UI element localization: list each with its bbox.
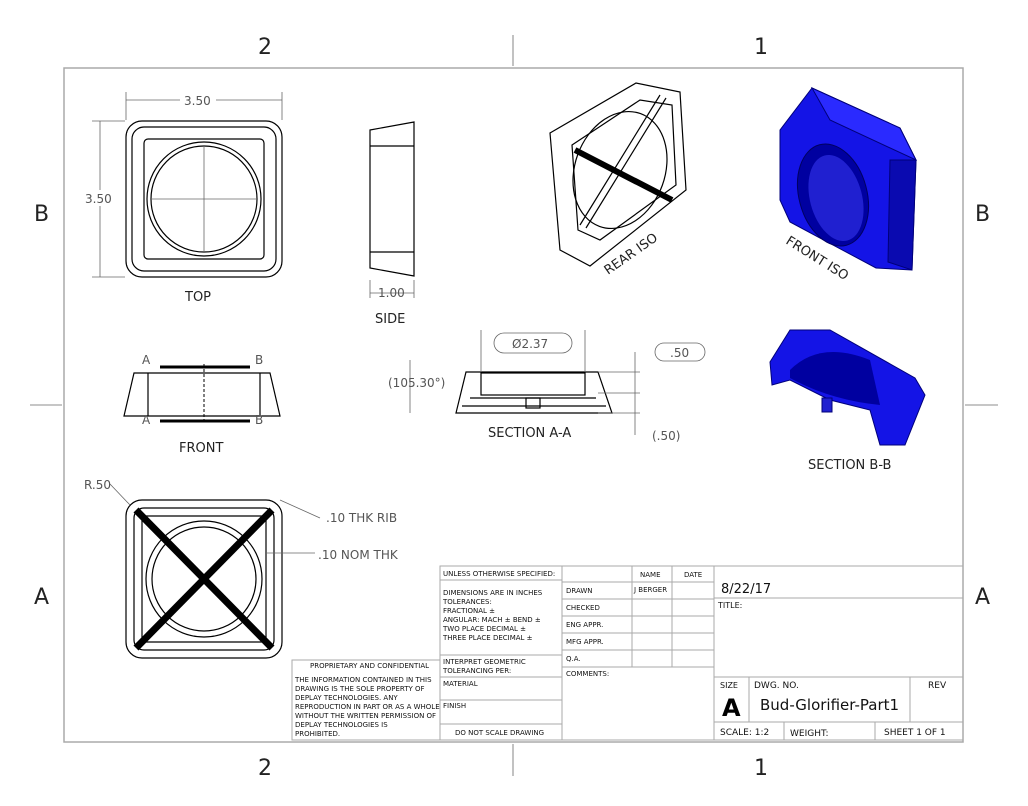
section-bb-label: SECTION B-B [808, 458, 891, 473]
tolerance-line: TOLERANCES: [442, 598, 492, 606]
front-view-label: FRONT [179, 441, 223, 456]
drawing-date: 8/22/17 [721, 582, 771, 597]
dwg-no-value: Bud-Glorifier-Part1 [760, 696, 899, 714]
section-bb-view[interactable] [769, 329, 926, 446]
bottom-radius-dimension: R.50 [84, 478, 111, 492]
wall-thickness-note: .10 NOM THK [318, 548, 399, 562]
proprietary-title: PROPRIETARY AND CONFIDENTIAL [310, 662, 429, 670]
drawn-name: J BERGER [633, 586, 667, 594]
tolerance-line: DIMENSIONS ARE IN INCHES [443, 589, 543, 597]
section-aa-view[interactable] [409, 330, 706, 435]
checked-label: CHECKED [566, 604, 600, 612]
size-value: A [722, 694, 741, 722]
tolerance-line: ANGULAR: MACH ± BEND ± [443, 616, 541, 624]
interpret-line: TOLERANCING PER: [442, 667, 511, 675]
mfg-appr-label: MFG APPR. [566, 638, 604, 646]
material-label: MATERIAL [443, 680, 478, 688]
section-aa-height1: .50 [670, 346, 689, 360]
rear-iso-view[interactable] [549, 82, 687, 267]
side-depth-dimension: 1.00 [378, 286, 405, 300]
zone-ticks [30, 35, 998, 776]
proprietary-line: DEPLAY TECHNOLOGIES. ANY [295, 694, 398, 702]
zone-right-a: A [975, 585, 990, 610]
unless-specified-label: UNLESS OTHERWISE SPECIFIED: [443, 570, 555, 578]
comments-label: COMMENTS: [566, 670, 609, 678]
zone-bottom-1: 1 [754, 756, 768, 781]
proprietary-line: PROHIBITED. [295, 730, 340, 738]
proprietary-line: REPRODUCTION IN PART OR AS A WHOLE [295, 703, 440, 711]
side-view-label: SIDE [375, 312, 405, 327]
weight-label: WEIGHT: [790, 729, 829, 739]
drawn-label: DRAWN [566, 587, 593, 595]
proprietary-line: DRAWING IS THE SOLE PROPERTY OF [295, 685, 425, 693]
date-column-header: DATE [684, 571, 702, 579]
zone-bottom-2: 2 [258, 756, 272, 781]
section-marker-b-bottom: B [255, 413, 263, 427]
zone-right-b: B [975, 202, 990, 227]
top-view[interactable] [92, 92, 283, 278]
section-aa-angle: (105.30°) [388, 376, 445, 390]
interpret-line: INTERPRET GEOMETRIC [443, 658, 526, 666]
scale-value: SCALE: 1:2 [720, 728, 769, 738]
sheet-number: SHEET 1 OF 1 [884, 728, 946, 738]
proprietary-line: DEPLAY TECHNOLOGIES IS [295, 721, 388, 729]
zone-left-a: A [34, 585, 49, 610]
side-view[interactable] [369, 121, 415, 298]
rib-thickness-note: .10 THK RIB [326, 511, 397, 525]
zone-top-1: 1 [754, 35, 768, 60]
tolerance-line: TWO PLACE DECIMAL ± [442, 625, 526, 633]
section-aa-height2: (.50) [652, 429, 680, 443]
zone-top-2: 2 [258, 35, 272, 60]
title-block-lines [291, 565, 964, 741]
section-aa-diameter: Ø2.37 [512, 337, 548, 351]
top-width-dimension: 3.50 [184, 94, 211, 108]
eng-appr-label: ENG APPR. [566, 621, 603, 629]
qa-label: Q.A. [566, 655, 581, 663]
section-aa-label: SECTION A-A [488, 426, 571, 441]
tolerance-line: FRACTIONAL ± [443, 607, 495, 615]
top-view-label: TOP [184, 290, 211, 305]
section-marker-a-top: A [142, 353, 151, 367]
title-label: TITLE: [717, 601, 742, 610]
rev-label: REV [928, 681, 947, 691]
section-marker-b-top: B [255, 353, 263, 367]
rear-iso-label: REAR ISO [602, 231, 661, 279]
tolerance-line: THREE PLACE DECIMAL ± [442, 634, 533, 642]
front-view[interactable] [123, 364, 281, 423]
zone-left-b: B [34, 202, 49, 227]
proprietary-line: THE INFORMATION CONTAINED IN THIS [294, 676, 432, 684]
top-height-dimension: 3.50 [85, 192, 112, 206]
section-marker-a-bottom: A [142, 413, 151, 427]
name-column-header: NAME [640, 571, 661, 579]
bottom-view[interactable] [109, 483, 321, 659]
dwg-no-label: DWG. NO. [754, 681, 799, 691]
size-label: SIZE [720, 681, 738, 690]
front-iso-view[interactable] [779, 86, 918, 271]
sheet-border [63, 67, 964, 743]
do-not-scale-label: DO NOT SCALE DRAWING [455, 729, 544, 737]
finish-label: FINISH [443, 702, 466, 710]
proprietary-line: WITHOUT THE WRITTEN PERMISSION OF [295, 712, 436, 720]
